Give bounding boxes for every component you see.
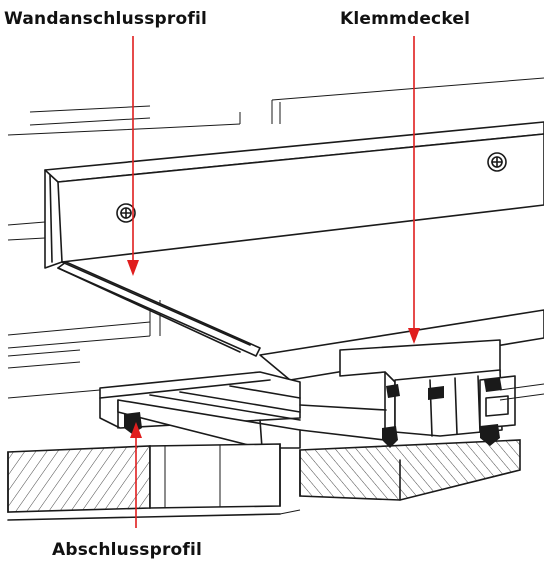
leader-abschlussprofil	[130, 422, 142, 528]
label-klemmdeckel: Klemmdeckel	[340, 9, 470, 29]
label-wandanschlussprofil: Wandanschlussprofil	[4, 9, 207, 29]
label-abschlussprofil: Abschlussprofil	[52, 540, 202, 560]
leader-klemmdeckel	[408, 36, 420, 344]
screw-icon	[116, 203, 136, 223]
closing-profile	[99, 371, 387, 449]
screw-icon	[487, 152, 507, 172]
clamp-cover-assembly	[259, 309, 544, 448]
timber-base	[7, 439, 521, 521]
wall-connection-profile	[44, 121, 544, 357]
leader-wandanschlussprofil	[127, 36, 139, 276]
